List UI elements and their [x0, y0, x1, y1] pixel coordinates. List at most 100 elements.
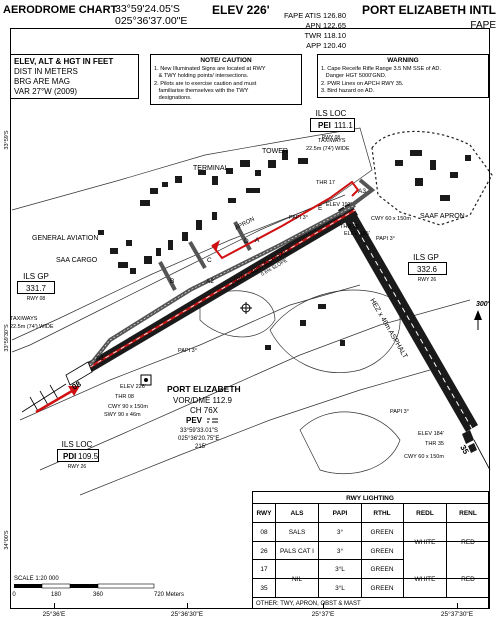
table-cell: SALS	[289, 529, 306, 536]
ils-loc-box-bottom: ILS LOC PDI 109.5 RWY 26	[57, 440, 99, 470]
svg-text:180: 180	[51, 592, 62, 598]
latitude-ticks: 33°59'S 33°59'30"S 34°00'S	[4, 130, 10, 549]
svg-text:109.5: 109.5	[78, 452, 99, 461]
arp-longitude: 025°36'37.00"E	[115, 15, 187, 27]
table-cell: RED	[461, 539, 475, 546]
vor-elevation: 215'	[195, 444, 206, 450]
elevation-192: ELEV 192'	[326, 202, 352, 208]
twy-a-label: A	[255, 237, 260, 244]
svg-text:WARNING: WARNING	[387, 57, 418, 64]
twy-b-label: B	[170, 278, 174, 285]
twy-a1-label: A1	[96, 355, 104, 362]
papi-17-label: PAPI 3°	[376, 236, 395, 242]
aerodrome-reference-point	[240, 302, 252, 314]
lighting-table-footnote: OTHER: TWY, APRON, OBST & MAST	[256, 601, 361, 607]
svg-text:2. PWR Lines on APCH RWY 35.: 2. PWR Lines on APCH RWY 35.	[321, 81, 404, 87]
atis-frequency: FAPE ATIS 126.80	[284, 11, 346, 20]
taxiways-left-width: 22.5m (74') WIDE	[10, 324, 54, 330]
table-cell: 3°	[337, 528, 344, 536]
svg-text:PEI: PEI	[318, 121, 331, 130]
vor-type-frequency: VOR/DME 112.9	[173, 396, 233, 405]
vor-name: PORT ELIZABETH	[167, 384, 241, 394]
vor-latitude: 33°59'33.01"S	[180, 428, 218, 434]
twy-c-label: C	[207, 257, 212, 264]
runway-35-threshold-chevrons	[462, 430, 477, 453]
taxiways-left-label: TAXIWAYS	[10, 316, 38, 322]
svg-text:25°36'E: 25°36'E	[43, 610, 66, 618]
table-cell: WHITE	[415, 539, 437, 546]
approach-arrow-08	[35, 386, 80, 414]
apn-frequency: APN 122.65	[306, 21, 346, 30]
twy-e-label: E	[318, 205, 323, 212]
papi-35-label: PAPI 3°	[390, 409, 409, 415]
svg-text:720 Meters: 720 Meters	[154, 592, 184, 598]
table-cell: NIL	[292, 576, 303, 583]
svg-text:33°59'30"S: 33°59'30"S	[4, 324, 10, 352]
vor-longitude: 025°36'20.75"E	[178, 436, 219, 442]
table-cell: WHITE	[415, 576, 437, 583]
clearway-26-label: CWY 60 x 150m	[371, 216, 411, 222]
airport-name: PORT ELIZABETH INTL	[362, 3, 496, 17]
table-cell: 3°L	[335, 565, 345, 573]
threshold-17-label: THR 17	[316, 180, 335, 186]
table-cell: 35	[260, 585, 268, 592]
note-caution-box: NOTE/ CAUTION 1. New Illuminated Signs a…	[150, 54, 302, 105]
svg-text:BRG ARE MAG: BRG ARE MAG	[14, 77, 70, 86]
twy-a3-label: A3	[358, 188, 366, 195]
svg-text:33°59'S: 33°59'S	[4, 130, 10, 149]
arp-latitude: 33°59'24.05'S	[115, 3, 180, 15]
svg-text:300': 300'	[476, 301, 490, 308]
svg-text:RENL: RENL	[459, 510, 477, 517]
vor-ident: PEV	[186, 416, 203, 425]
svg-text:ILS LOC: ILS LOC	[62, 440, 93, 449]
svg-text:RWY 08: RWY 08	[27, 296, 46, 302]
magnetic-north-arrow: 300'	[474, 301, 490, 330]
svg-text:ILS GP: ILS GP	[23, 272, 49, 281]
svg-text:ELEV, ALT & HGT IN FEET: ELEV, ALT & HGT IN FEET	[14, 57, 113, 66]
svg-text:PDI: PDI	[63, 452, 76, 461]
table-cell: GREEN	[370, 548, 393, 555]
svg-text:331.7: 331.7	[26, 284, 47, 293]
table-cell: 08	[260, 529, 268, 536]
elevation-185: ELEV 185'	[344, 231, 370, 237]
twy-a2-label: A2	[206, 278, 214, 285]
svg-text:25°37'30"E: 25°37'30"E	[441, 610, 474, 618]
saaf-apron-label: SAAF APRON	[420, 213, 465, 220]
vor-morse-code	[207, 418, 218, 423]
elevation-184: ELEV 184'	[418, 431, 444, 437]
terminal-label: TERMINAL	[193, 165, 229, 172]
svg-text:DIST IN METERS: DIST IN METERS	[14, 67, 78, 76]
svg-text:& TWY holding points/ intersec: & TWY holding points/ intersections.	[154, 73, 249, 79]
tower-label: TOWER	[262, 148, 288, 155]
table-cell: 3°L	[335, 584, 345, 592]
threshold-35-label: THR 35	[425, 441, 444, 447]
table-cell: 17	[260, 566, 268, 573]
svg-text:familiarise themselves with th: familiarise themselves with the TWY	[154, 88, 249, 94]
svg-text:111.1: 111.1	[334, 121, 353, 130]
apron-label: APRON	[234, 216, 256, 231]
svg-text:1. New Illuminated Signs are l: 1. New Illuminated Signs are located at …	[154, 66, 266, 72]
scale-bar: SCALE 1:20 000 0 180 360 720 Meters	[12, 576, 184, 598]
table-cell: 3°	[337, 547, 344, 555]
svg-text:designations.: designations.	[154, 95, 192, 101]
svg-text:RTHL: RTHL	[373, 510, 390, 517]
runway-35-designator: 35	[458, 444, 471, 457]
ils-gp-box-left: ILS GP 331.7 RWY 08	[17, 272, 55, 302]
stopway-08-label: SWY 90 x 46m	[104, 412, 141, 418]
taxi-route-red	[211, 180, 360, 260]
svg-text:ILS LOC: ILS LOC	[316, 109, 347, 118]
units-info-box: ELEV, ALT & HGT IN FEET DIST IN METERS B…	[10, 54, 139, 99]
svg-text:25°37'E: 25°37'E	[312, 610, 335, 618]
svg-text:RWY 08: RWY 08	[322, 135, 341, 141]
chart-title: AERODROME CHART	[3, 4, 118, 16]
ils-loc-box-top: ILS LOC PEI 111.1 RWY 08	[310, 109, 355, 141]
table-cell: GREEN	[370, 566, 393, 573]
clearway-08-label: CWY 90 x 150m	[108, 404, 148, 410]
taxiways-top-label: TAXIWAYS	[318, 138, 346, 144]
vor-dme-station: PORT ELIZABETH VOR/DME 112.9 CH 76X PEV …	[140, 374, 241, 450]
svg-text:RWY 26: RWY 26	[68, 464, 87, 470]
table-cell: PALS CAT I	[280, 548, 314, 555]
airfield-boundary-lines	[11, 127, 471, 496]
svg-text:NOTE/ CAUTION: NOTE/ CAUTION	[200, 57, 252, 64]
lighting-table-header-row: RWY ALS PAPI RTHL REDL RENL	[256, 510, 476, 517]
